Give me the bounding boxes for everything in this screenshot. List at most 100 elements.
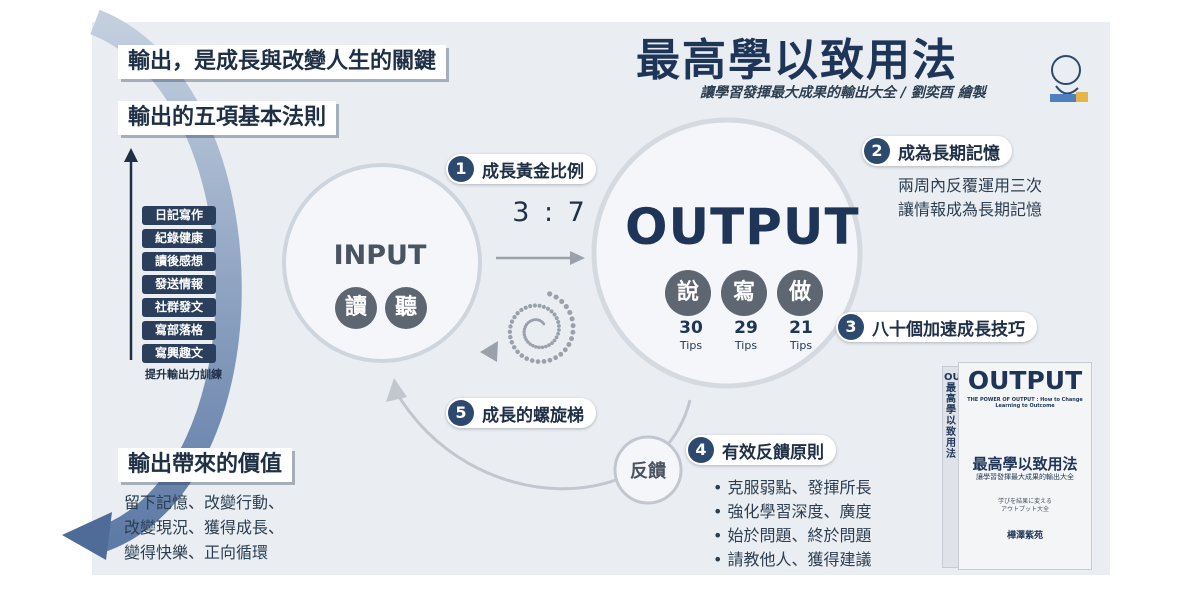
tip-count: 30 — [679, 318, 703, 338]
spiral-dot — [535, 359, 541, 364]
rule4-bullet: 強化學習深度、廣度 — [713, 500, 872, 524]
spiral-dot — [534, 345, 538, 349]
rule2-description: 兩周內反覆運用三次 讓情報成為長期記憶 — [898, 174, 1118, 222]
spiral-dot — [553, 355, 558, 361]
page-title: 最高學以致用法 — [636, 35, 958, 86]
spiral-dot — [508, 324, 513, 329]
book-jp-line: アウトプット大全 — [1000, 506, 1049, 513]
training-item: 讀後感想 — [142, 252, 216, 271]
spiral-dot — [570, 323, 576, 329]
golden-ratio: 3 : 7 — [512, 197, 588, 228]
spiral-dot — [524, 338, 528, 342]
spiral-dot — [531, 344, 535, 348]
spiral-dot — [559, 298, 565, 304]
spiral-dot — [541, 304, 546, 309]
book-spine-text: OUTPUT 最高學以致用法 — [944, 372, 990, 460]
spiral-dot — [515, 349, 520, 355]
spiral-dot — [512, 314, 517, 320]
spiral-dot — [524, 356, 530, 361]
spiral-dot — [547, 291, 553, 297]
book-title-cn: 最高學以致用法 — [972, 455, 1078, 473]
spiral-dot — [549, 309, 554, 314]
flow-arrow-head — [570, 251, 585, 265]
rule4-bullet: 請教他人、獲得建議 — [713, 548, 872, 572]
spiral-dot — [529, 358, 535, 363]
value-line: 變得快樂、正向循環 — [124, 543, 269, 562]
page-subtitle: 讓學習發揮最大成果的輸出大全 / 劉奕酉 繪製 — [700, 85, 986, 101]
rule4-bullets: 克服弱點、發揮所長 強化學習深度、廣度 始於問題、終於問題 請教他人、獲得建議 — [713, 476, 872, 572]
rule-number: 5 — [448, 400, 474, 426]
book-jp-line: 学びを結果に変える — [998, 498, 1052, 505]
spiral-dot — [515, 311, 520, 316]
output-action-speak: 說 — [665, 270, 711, 316]
rule-badge-3: 3 八十個加速成長技巧 — [836, 312, 1037, 342]
spiral-dot — [511, 345, 517, 350]
spiral-dot — [552, 312, 557, 317]
rule-badge-4: 4 有效反饋原則 — [686, 435, 836, 465]
input-action-listen: 聽 — [385, 287, 427, 329]
spiral-dot — [522, 332, 526, 337]
book-cover — [958, 362, 1092, 570]
tip-label: Tips — [734, 339, 758, 352]
spiral-dot — [550, 341, 554, 345]
value-line: 改變現況、獲得成長、 — [124, 518, 285, 537]
feedback-arc-arrowhead — [386, 378, 407, 402]
spiral-dot — [563, 304, 569, 310]
training-item: 寫興趣文 — [142, 344, 216, 363]
spiral-dot — [545, 306, 551, 311]
spiral-dot — [532, 303, 537, 308]
rule-label: 有效反饋原則 — [722, 442, 824, 463]
spiral-dot — [547, 357, 553, 363]
spiral-dot — [523, 305, 528, 310]
spiral-dot — [556, 331, 560, 336]
spiral-dot — [528, 342, 532, 346]
input-circle — [282, 163, 482, 363]
output-action-write: 寫 — [721, 270, 767, 316]
spiral-dot — [537, 303, 542, 308]
value-line: 留下記憶、改變行動、 — [124, 493, 285, 512]
spiral-dot — [566, 342, 572, 347]
input-action-read: 讀 — [335, 287, 377, 329]
spiral-dot — [509, 340, 515, 345]
training-item: 發送情報 — [142, 275, 216, 294]
training-item: 社群發文 — [142, 298, 216, 317]
input-label: INPUT — [333, 240, 427, 271]
value-heading: 輸出帶來的價值 — [118, 448, 293, 482]
training-item: 寫部落格 — [142, 321, 216, 340]
feedback-label: 反饋 — [630, 461, 666, 482]
rule2-line: 兩周內反覆運用三次 — [898, 176, 1043, 195]
feedback-circle — [613, 435, 683, 505]
spiral-dot — [556, 324, 561, 328]
feedback-arc — [393, 389, 692, 491]
spiral-dot — [540, 345, 545, 350]
rule-label: 成長的螺旋梯 — [482, 405, 584, 426]
left-arc-arrowhead — [62, 512, 112, 560]
output-action-do: 做 — [777, 270, 823, 316]
spiral-dot — [554, 316, 559, 321]
spiral-dot — [523, 335, 527, 339]
training-label: 提升輸出力訓練 — [145, 368, 222, 381]
spiral-dot — [554, 335, 559, 340]
heading-rules: 輸出的五項基本法則 — [118, 101, 337, 135]
training-item: 日記寫作 — [142, 206, 216, 225]
rule4-bullet: 克服弱點、發揮所長 — [713, 476, 872, 500]
rule-badge-2: 2 成為長期記憶 — [862, 136, 1012, 166]
spiral-dot — [528, 304, 533, 309]
spiral-dot — [547, 343, 551, 347]
up-arrow-head — [124, 148, 138, 162]
rule-label: 成為長期記憶 — [898, 143, 1000, 164]
rule-number: 1 — [448, 156, 474, 182]
tip-count: 29 — [734, 318, 758, 338]
tip-label: Tips — [679, 339, 703, 352]
rule-badge-1: 1 成長黃金比例 — [446, 154, 596, 184]
value-text: 留下記憶、改變行動、 改變現況、獲得成長、 變得快樂、正向循環 — [124, 490, 364, 565]
spiral-dot — [558, 351, 564, 357]
book-jp-text: 学びを結果に変える アウトプット大全 — [962, 498, 1088, 514]
rule-number: 3 — [838, 314, 864, 340]
rule-badge-5: 5 成長的螺旋梯 — [446, 398, 596, 428]
spiral-dot — [569, 336, 574, 342]
rule4-bullet: 始於問題、終於問題 — [713, 524, 872, 548]
mascot-drawing — [1050, 55, 1088, 102]
book-subtitle-cn: 讓學習發揮最大成果的輸出大全 — [976, 473, 1074, 481]
